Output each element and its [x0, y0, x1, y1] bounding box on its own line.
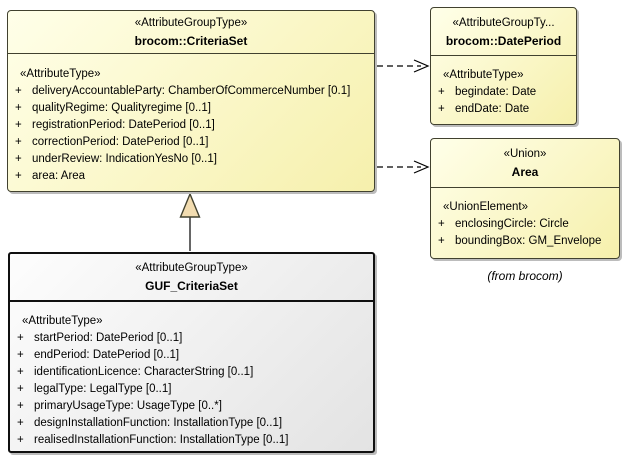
attribute-text: realisedInstallationFunction: Installati… — [34, 434, 289, 446]
attribute-text: registrationPeriod: DatePeriod [0..1] — [32, 119, 215, 131]
visibility-plus: + — [15, 153, 22, 165]
class-stereotype: «AttributeGroupType» — [135, 262, 248, 274]
visibility-plus: + — [438, 218, 445, 230]
class-stereotype: «Union» — [503, 148, 547, 160]
visibility-plus: + — [15, 170, 22, 182]
attribute-row: + area: Area — [8, 168, 374, 185]
class-box-dateperiod: «AttributeGroupTy... brocom::DatePeriod … — [430, 7, 577, 125]
generalization-arrow — [179, 192, 201, 251]
attribute-text: endPeriod: DatePeriod [0..1] — [34, 349, 180, 361]
attribute-text: startPeriod: DatePeriod [0..1] — [34, 332, 183, 344]
class-box-area: «Union» Area «UnionElement» + enclosingC… — [430, 138, 620, 259]
attribute-text: legalType: LegalType [0..1] — [34, 383, 172, 395]
attribute-text: begindate: Date — [455, 86, 537, 98]
visibility-plus: + — [15, 85, 22, 97]
section-stereotype: «AttributeType» — [443, 69, 524, 81]
attribute-row: + startPeriod: DatePeriod [0..1] — [10, 330, 373, 347]
class-box-guf-criteriaset: «AttributeGroupType» GUF_CriteriaSet «At… — [8, 252, 375, 453]
class-header: «AttributeGroupType» GUF_CriteriaSet — [10, 254, 373, 302]
class-box-criteriaset: «AttributeGroupType» brocom::CriteriaSet… — [7, 10, 375, 192]
dependency-arrow-to-dateperiod — [377, 59, 430, 73]
attribute-text: endDate: Date — [455, 103, 530, 115]
visibility-plus: + — [17, 383, 24, 395]
class-stereotype: «AttributeGroupTy... — [452, 16, 555, 29]
attribute-row: + endDate: Date — [431, 101, 576, 118]
attribute-text: enclosingCircle: Circle — [455, 218, 569, 230]
attribute-row: + endPeriod: DatePeriod [0..1] — [10, 347, 373, 364]
class-name: brocom::CriteriaSet — [134, 34, 248, 48]
attributes-compartment: «AttributeType» + startPeriod: DatePerio… — [10, 302, 373, 449]
section-stereotype: «AttributeType» — [22, 315, 103, 327]
attribute-text: underReview: IndicationYesNo [0..1] — [32, 153, 217, 165]
attributes-compartment: «AttributeType» + begindate: Date + endD… — [431, 56, 576, 118]
visibility-plus: + — [15, 136, 22, 148]
attribute-text: designInstallationFunction: Installation… — [34, 417, 283, 429]
class-name: brocom::DatePeriod — [445, 33, 562, 48]
attribute-row: + enclosingCircle: Circle — [431, 216, 619, 233]
attribute-row: + underReview: IndicationYesNo [0..1] — [8, 151, 374, 168]
class-stereotype: «AttributeGroupType» — [134, 17, 248, 29]
attribute-text: qualityRegime: Qualityregime [0..1] — [32, 102, 211, 114]
class-header: «AttributeGroupType» brocom::CriteriaSet — [8, 11, 374, 54]
from-package-note: (from brocom) — [487, 269, 563, 283]
attribute-text: primaryUsageType: UsageType [0..*] — [34, 400, 222, 412]
visibility-plus: + — [438, 235, 445, 247]
visibility-plus: + — [17, 366, 24, 378]
attribute-row: + designInstallationFunction: Installati… — [10, 415, 373, 432]
attribute-row: + legalType: LegalType [0..1] — [10, 381, 373, 398]
class-header: «Union» Area — [431, 139, 619, 188]
attributes-compartment: «UnionElement» + enclosingCircle: Circle… — [431, 188, 619, 250]
attribute-text: boundingBox: GM_Envelope — [455, 235, 602, 247]
dependency-arrow-to-area — [377, 160, 430, 174]
attribute-row: + registrationPeriod: DatePeriod [0..1] — [8, 117, 374, 134]
attribute-text: area: Area — [32, 170, 86, 182]
section-stereotype: «UnionElement» — [443, 201, 529, 213]
attribute-row: + primaryUsageType: UsageType [0..*] — [10, 398, 373, 415]
section-stereotype: «AttributeType» — [20, 68, 101, 80]
attribute-row: + correctionPeriod: DatePeriod [0..1] — [8, 134, 374, 151]
visibility-plus: + — [15, 119, 22, 131]
class-name: GUF_CriteriaSet — [145, 279, 238, 293]
visibility-plus: + — [438, 103, 445, 115]
attributes-compartment: «AttributeType» + deliveryAccountablePar… — [8, 54, 374, 185]
visibility-plus: + — [17, 400, 24, 412]
visibility-plus: + — [438, 86, 445, 98]
attribute-row: + qualityRegime: Qualityregime [0..1] — [8, 100, 374, 117]
class-name: Area — [511, 165, 539, 179]
class-header: «AttributeGroupTy... brocom::DatePeriod — [431, 8, 576, 56]
attribute-row: + begindate: Date — [431, 84, 576, 101]
attribute-text: correctionPeriod: DatePeriod [0..1] — [32, 136, 209, 148]
attribute-row: + boundingBox: GM_Envelope — [431, 233, 619, 250]
attribute-text: deliveryAccountableParty: ChamberOfComme… — [32, 85, 351, 97]
attribute-row: + realisedInstallationFunction: Installa… — [10, 432, 373, 449]
visibility-plus: + — [17, 349, 24, 361]
visibility-plus: + — [17, 332, 24, 344]
attribute-row: + identificationLicence: CharacterString… — [10, 364, 373, 381]
visibility-plus: + — [15, 102, 22, 114]
attribute-text: identificationLicence: CharacterString [… — [34, 366, 254, 378]
visibility-plus: + — [17, 417, 24, 429]
attribute-row: + deliveryAccountableParty: ChamberOfCom… — [8, 83, 374, 100]
visibility-plus: + — [17, 434, 24, 446]
